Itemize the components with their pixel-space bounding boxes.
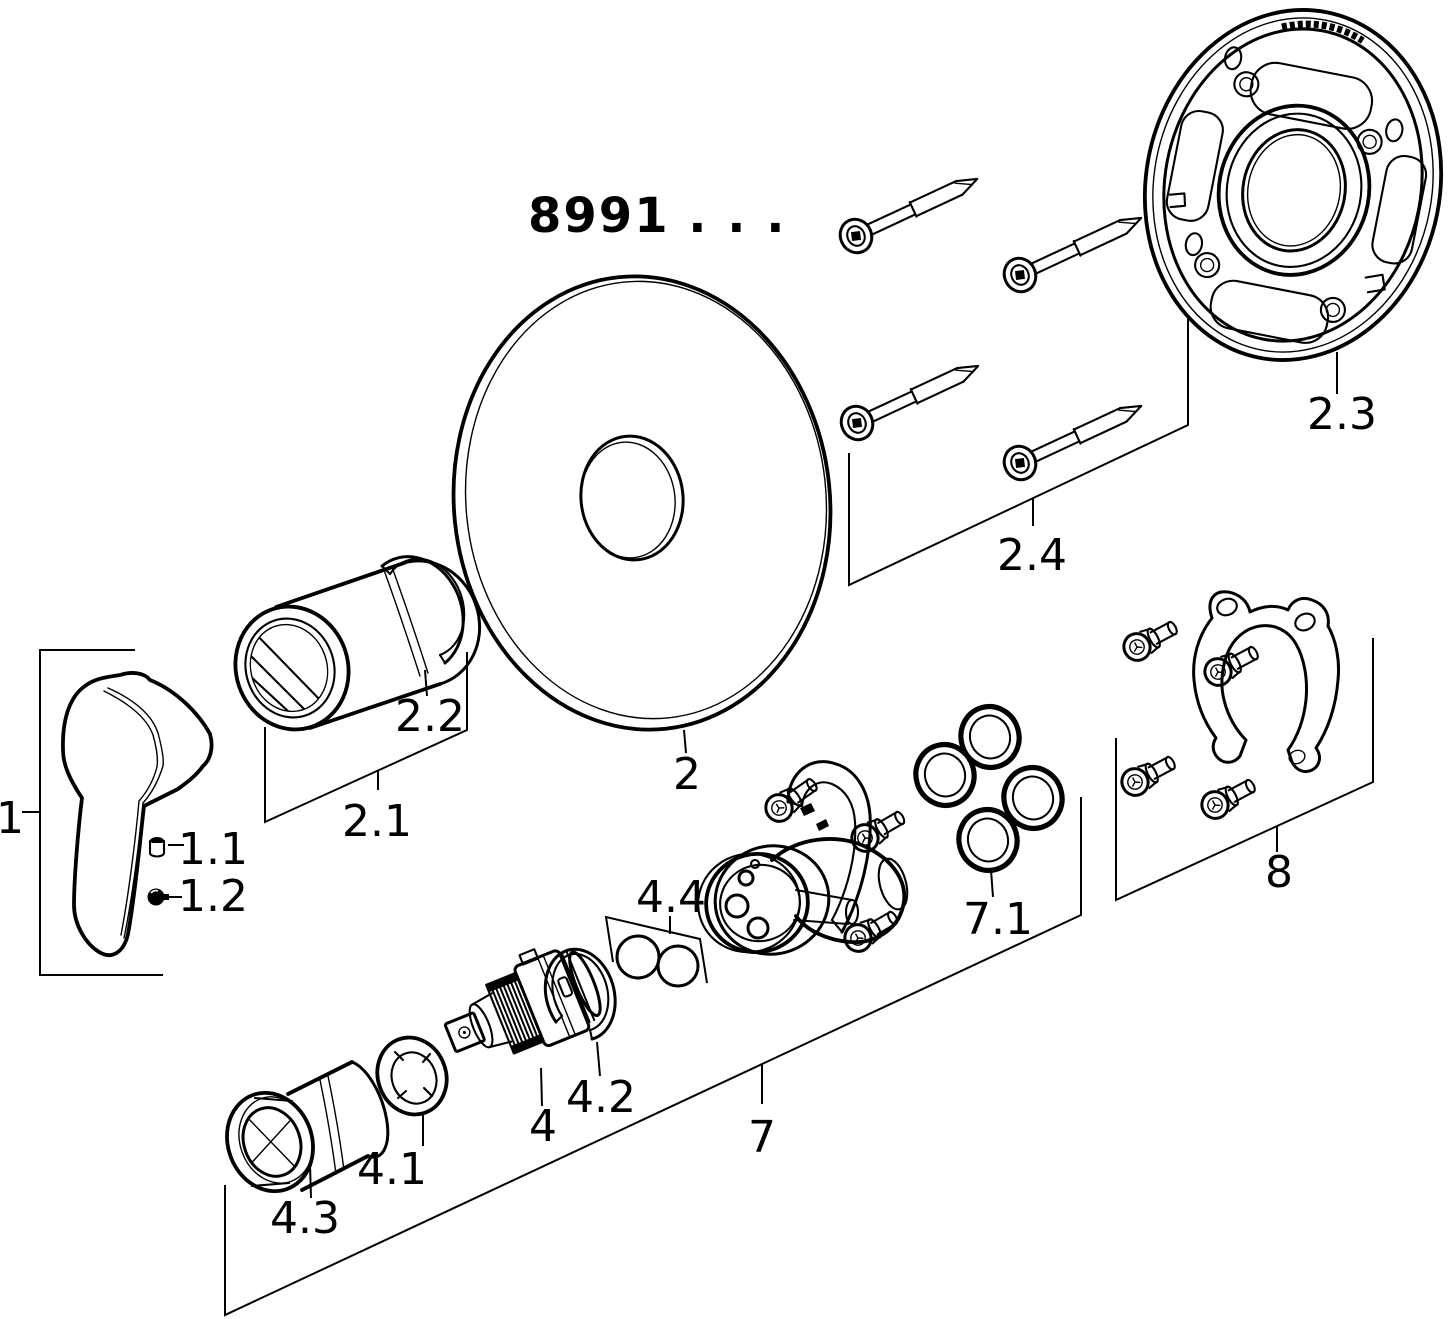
part-handle-set-screw [148,837,166,858]
label-mounting-screws: 2.4 [997,530,1067,581]
label-fixing-set: 8 [1265,847,1293,898]
figure-title: 8991 . . . [528,188,786,244]
bracket-group-1 [22,649,163,976]
part-handle-sleeve [233,559,482,732]
label-handle-sleeve: 2.1 [342,796,412,847]
bracket-seals-4-4 [604,915,708,984]
label-support-ring: 4.2 [566,1072,636,1123]
label-handle: 1 [0,793,24,844]
leader-lines [166,352,1338,1199]
bracket-group-7 [224,797,1082,1317]
plate-bosses [1184,46,1404,323]
part-handle-plug [147,888,169,906]
part-mounting-screws [833,162,1151,487]
part-lock-ring [375,1035,449,1117]
bracket-group-2-1 [264,652,468,824]
part-sleeve-nut [225,1060,390,1194]
label-sleeve-nut: 4.3 [270,1193,340,1244]
part-mounting-plate [1142,8,1444,362]
handle-outline [61,671,214,957]
part-handle [61,671,214,957]
part-escutcheon [451,274,833,732]
label-cartridge: 4 [529,1101,557,1152]
retaining-clip [1192,590,1340,774]
part-seals [615,934,700,988]
part-support-ring [543,947,617,1041]
part-o-rings [909,700,1069,877]
label-valve-assembly: 7 [748,1112,776,1163]
label-o-rings: 7.1 [963,894,1033,945]
label-mounting-plate: 2.3 [1307,389,1377,440]
bracket-group-8 [1115,638,1374,902]
part-fixing-set [1115,590,1340,825]
bracket-group-2-4 [848,319,1189,587]
nut-slots [242,1111,301,1173]
label-sleeve-ring: 2.2 [395,691,465,742]
label-handle-plug: 1.2 [178,871,248,922]
label-escutcheon: 2 [673,749,701,800]
part-sleeve-ring [380,555,466,665]
part-valve-body [697,760,911,958]
label-seals: 4.4 [636,872,706,923]
label-lock-ring: 4.1 [357,1144,427,1195]
sleeve-splines [239,626,324,722]
label-handle-set-screw: 1.1 [178,824,248,875]
